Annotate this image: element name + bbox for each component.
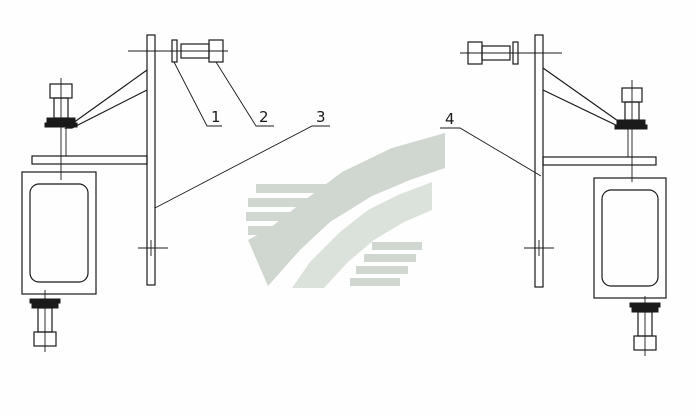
callout-2: 2 xyxy=(259,108,269,126)
left-assembly xyxy=(21,34,228,352)
leader-4 xyxy=(440,127,542,177)
right-diagonal-brace xyxy=(542,67,630,129)
right-upper-bolt xyxy=(614,80,648,182)
left-upper-bolt xyxy=(44,78,78,180)
left-top-bolt xyxy=(128,39,228,63)
callout-4: 4 xyxy=(445,110,455,128)
leader-1 xyxy=(173,61,222,127)
right-lower-bolt xyxy=(629,296,661,356)
leader-lines xyxy=(154,61,542,209)
callout-3: 3 xyxy=(316,108,326,126)
callouts: 1 2 3 4 xyxy=(211,108,455,128)
left-horizontal-arm xyxy=(31,155,148,165)
left-lower-bolt xyxy=(29,290,61,352)
left-tube-section xyxy=(21,171,97,295)
right-tube-section xyxy=(593,177,667,299)
callout-1: 1 xyxy=(211,108,221,126)
watermark-logo xyxy=(246,133,445,288)
leader-3 xyxy=(154,125,330,209)
right-horizontal-arm xyxy=(542,156,657,166)
leader-2 xyxy=(215,61,274,127)
right-top-bolt xyxy=(460,41,562,65)
right-assembly xyxy=(460,34,667,356)
left-diagonal-brace xyxy=(64,69,148,129)
